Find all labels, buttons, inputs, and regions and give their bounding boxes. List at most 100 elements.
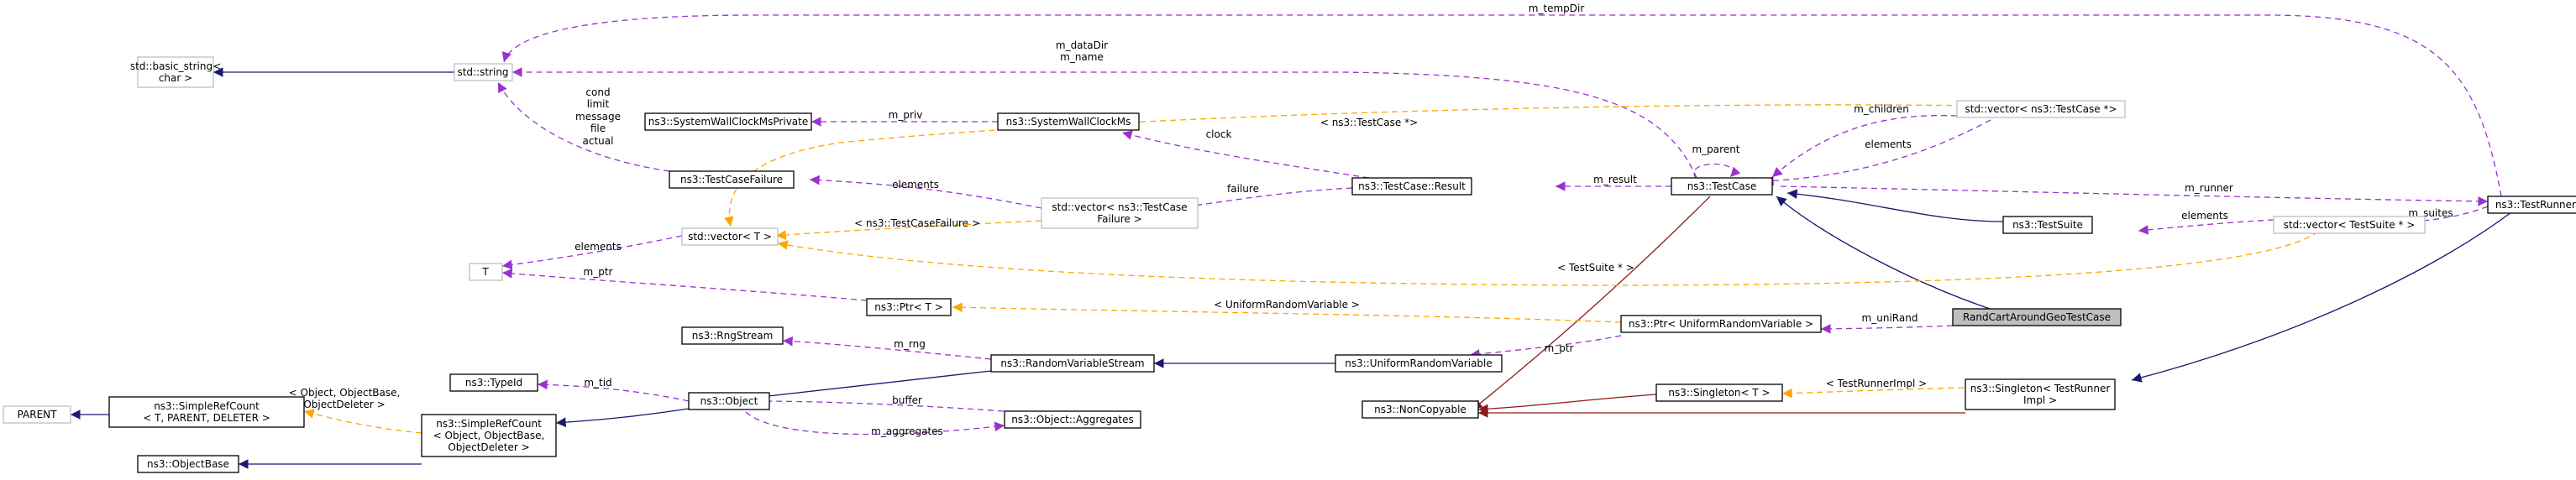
label-m-children: m_children: [1854, 103, 1909, 115]
svg-text:Failure >: Failure >: [1097, 213, 1141, 225]
label-m-name: m_name: [1060, 51, 1104, 63]
node-object-aggregates[interactable]: ns3::Object::Aggregates: [1004, 410, 1141, 429]
node-non-copyable[interactable]: ns3::NonCopyable: [1361, 400, 1479, 419]
svg-text:ns3::TestRunnerImpl: ns3::TestRunnerImpl: [2495, 199, 2576, 211]
node-uniform-random-variable[interactable]: ns3::UniformRandomVariable: [1335, 354, 1503, 373]
node-simple-ref-count-object[interactable]: ns3::SimpleRefCount < Object, ObjectBase…: [421, 414, 557, 457]
node-std-string[interactable]: std::string: [454, 63, 513, 81]
label-m-parent: m_parent: [1692, 143, 1739, 155]
svg-text:T: T: [481, 266, 489, 278]
edge-m-parent: [1693, 163, 1741, 180]
svg-text:ns3::SystemWallClockMs: ns3::SystemWallClockMs: [1006, 116, 1131, 128]
label-m-aggregates: m_aggregates: [871, 425, 943, 437]
node-test-runner-impl[interactable]: ns3::TestRunnerImpl: [2487, 196, 2576, 214]
svg-text:ns3::SimpleRefCount: ns3::SimpleRefCount: [154, 400, 260, 412]
label-m-ptr-T: m_ptr: [584, 266, 613, 278]
svg-text:Impl >: Impl >: [2023, 394, 2057, 406]
svg-text:std::vector< ns3::TestCase *>: std::vector< ns3::TestCase *>: [1965, 103, 2117, 115]
svg-text:ns3::SystemWallClockMsPrivate: ns3::SystemWallClockMsPrivate: [648, 116, 809, 128]
node-rng-stream[interactable]: ns3::RngStream: [681, 326, 784, 345]
node-ptr-uniform-random-variable[interactable]: ns3::Ptr< UniformRandomVariable >: [1620, 315, 1822, 333]
edge-runner-template: [1781, 387, 1965, 399]
node-object-base[interactable]: ns3::ObjectBase: [137, 455, 239, 473]
node-T[interactable]: T: [469, 263, 503, 281]
node-singleton-T[interactable]: ns3::Singleton< T >: [1655, 383, 1783, 402]
svg-text:std::vector< T >: std::vector< T >: [688, 231, 772, 243]
label-message: message: [575, 111, 621, 123]
node-random-variable-stream[interactable]: ns3::RandomVariableStream: [990, 354, 1155, 373]
node-std-vector-test-suite[interactable]: std::vector< TestSuite * >: [2273, 216, 2426, 234]
node-test-case[interactable]: ns3::TestCase: [1671, 177, 1773, 196]
label-m-datadir: m_dataDir: [1056, 39, 1108, 51]
node-parent[interactable]: PARENT: [3, 405, 71, 424]
node-system-wall-clock-ms-private[interactable]: ns3::SystemWallClockMsPrivate: [644, 112, 812, 131]
label-tc-ptr: < ns3::TestCase *>: [1320, 117, 1418, 128]
svg-text:< Object, ObjectBase,: < Object, ObjectBase,: [433, 430, 545, 441]
svg-text:ns3::Singleton< TestRunner: ns3::Singleton< TestRunner: [1970, 383, 2111, 394]
svg-text:ns3::Object::Aggregates: ns3::Object::Aggregates: [1011, 414, 1134, 425]
edge-urv-template: [952, 302, 1622, 323]
svg-text:ns3::TestCase: ns3::TestCase: [1687, 180, 1757, 192]
label-obj-template-2: ObjectDeleter >: [303, 399, 385, 410]
edge-m-children: [1771, 115, 1958, 178]
label-obj-template-1: < Object, ObjectBase,: [289, 387, 401, 399]
edge-object-to-srcobj: [555, 408, 690, 428]
node-std-basic-string[interactable]: std::basic_string< char >: [130, 56, 221, 88]
label-clock: clock: [1206, 128, 1232, 140]
edge-buffer: [752, 396, 1005, 412]
label-cond: cond: [585, 86, 610, 98]
svg-text:ns3::Ptr< UniformRandomVariabl: ns3::Ptr< UniformRandomVariable >: [1629, 318, 1813, 330]
node-std-vector-test-case-failure[interactable]: std::vector< ns3::TestCase Failure >: [1041, 197, 1199, 229]
label-m-tid: m_tid: [584, 377, 611, 389]
node-ptr-T[interactable]: ns3::Ptr< T >: [866, 298, 952, 316]
edge-testsuite-to-testcase: [1786, 189, 2004, 222]
label-m-runner: m_runner: [2185, 182, 2233, 194]
node-object[interactable]: ns3::Object: [688, 392, 770, 410]
edge-testcase-to-noncopyable: [1472, 196, 1711, 410]
node-std-vector-test-case[interactable]: std::vector< ns3::TestCase *>: [1956, 100, 2126, 118]
label-m-result: m_result: [1593, 174, 1637, 185]
node-rand-cart-around-geo-test-case[interactable]: RandCartAroundGeoTestCase: [1952, 308, 2122, 326]
svg-text:char >: char >: [159, 72, 192, 84]
svg-text:ns3::TestCaseFailure: ns3::TestCaseFailure: [680, 174, 783, 185]
svg-text:ns3::TypeId: ns3::TypeId: [465, 377, 522, 389]
svg-text:ns3::RandomVariableStream: ns3::RandomVariableStream: [1000, 357, 1144, 369]
node-std-vector-T[interactable]: std::vector< T >: [681, 227, 779, 246]
svg-text:ns3::UniformRandomVariable: ns3::UniformRandomVariable: [1345, 357, 1493, 369]
label-file: file: [590, 123, 606, 134]
svg-text:ns3::NonCopyable: ns3::NonCopyable: [1374, 404, 1466, 415]
edge-m-datadir-m-name: [512, 67, 1697, 179]
node-test-case-result[interactable]: ns3::TestCase::Result: [1351, 177, 1472, 196]
label-m-rng: m_rng: [894, 338, 926, 350]
label-runner-template: < TestRunnerImpl >: [1826, 378, 1927, 389]
node-simple-ref-count-tpd[interactable]: ns3::SimpleRefCount < T, PARENT, DELETER…: [108, 396, 305, 428]
svg-text:std::string: std::string: [457, 66, 508, 78]
edge-elements-T: [501, 235, 683, 270]
svg-text:PARENT: PARENT: [18, 409, 58, 420]
svg-text:ns3::TestSuite: ns3::TestSuite: [2012, 219, 2083, 231]
edge-elements-tc: [1763, 119, 1991, 186]
label-ts-template: < TestSuite * >: [1557, 262, 1634, 274]
node-singleton-test-runner-impl[interactable]: ns3::Singleton< TestRunner Impl >: [1965, 378, 2116, 410]
edge-m-unirand: [1820, 323, 1954, 334]
svg-text:ns3::SimpleRefCount: ns3::SimpleRefCount: [436, 418, 542, 430]
edge-m-ptr-T: [501, 269, 868, 301]
label-tcf-template: < ns3::TestCaseFailure >: [854, 217, 980, 229]
node-test-case-failure[interactable]: ns3::TestCaseFailure: [669, 170, 795, 189]
edge-obj-template: [303, 409, 422, 434]
edge-ts-template: [777, 231, 2319, 286]
edge-randcart-to-testcase: [1776, 196, 2008, 316]
node-test-suite[interactable]: ns3::TestSuite: [2002, 216, 2093, 234]
edge-singleton-to-noncopyable: [1477, 394, 1657, 415]
edge-clock: [1121, 130, 1370, 179]
edge-m-tempdir: [501, 14, 2502, 197]
svg-text:ns3::RngStream: ns3::RngStream: [692, 330, 774, 342]
edge-m-runner: [1780, 185, 2489, 206]
svg-text:std::vector< ns3::TestCase: std::vector< ns3::TestCase: [1052, 201, 1187, 213]
svg-text:< T, PARENT, DELETER >: < T, PARENT, DELETER >: [143, 412, 270, 424]
label-actual: actual: [583, 135, 614, 147]
node-type-id[interactable]: ns3::TypeId: [449, 373, 538, 392]
node-system-wall-clock-ms[interactable]: ns3::SystemWallClockMs: [997, 112, 1140, 131]
label-failure: failure: [1227, 183, 1259, 195]
